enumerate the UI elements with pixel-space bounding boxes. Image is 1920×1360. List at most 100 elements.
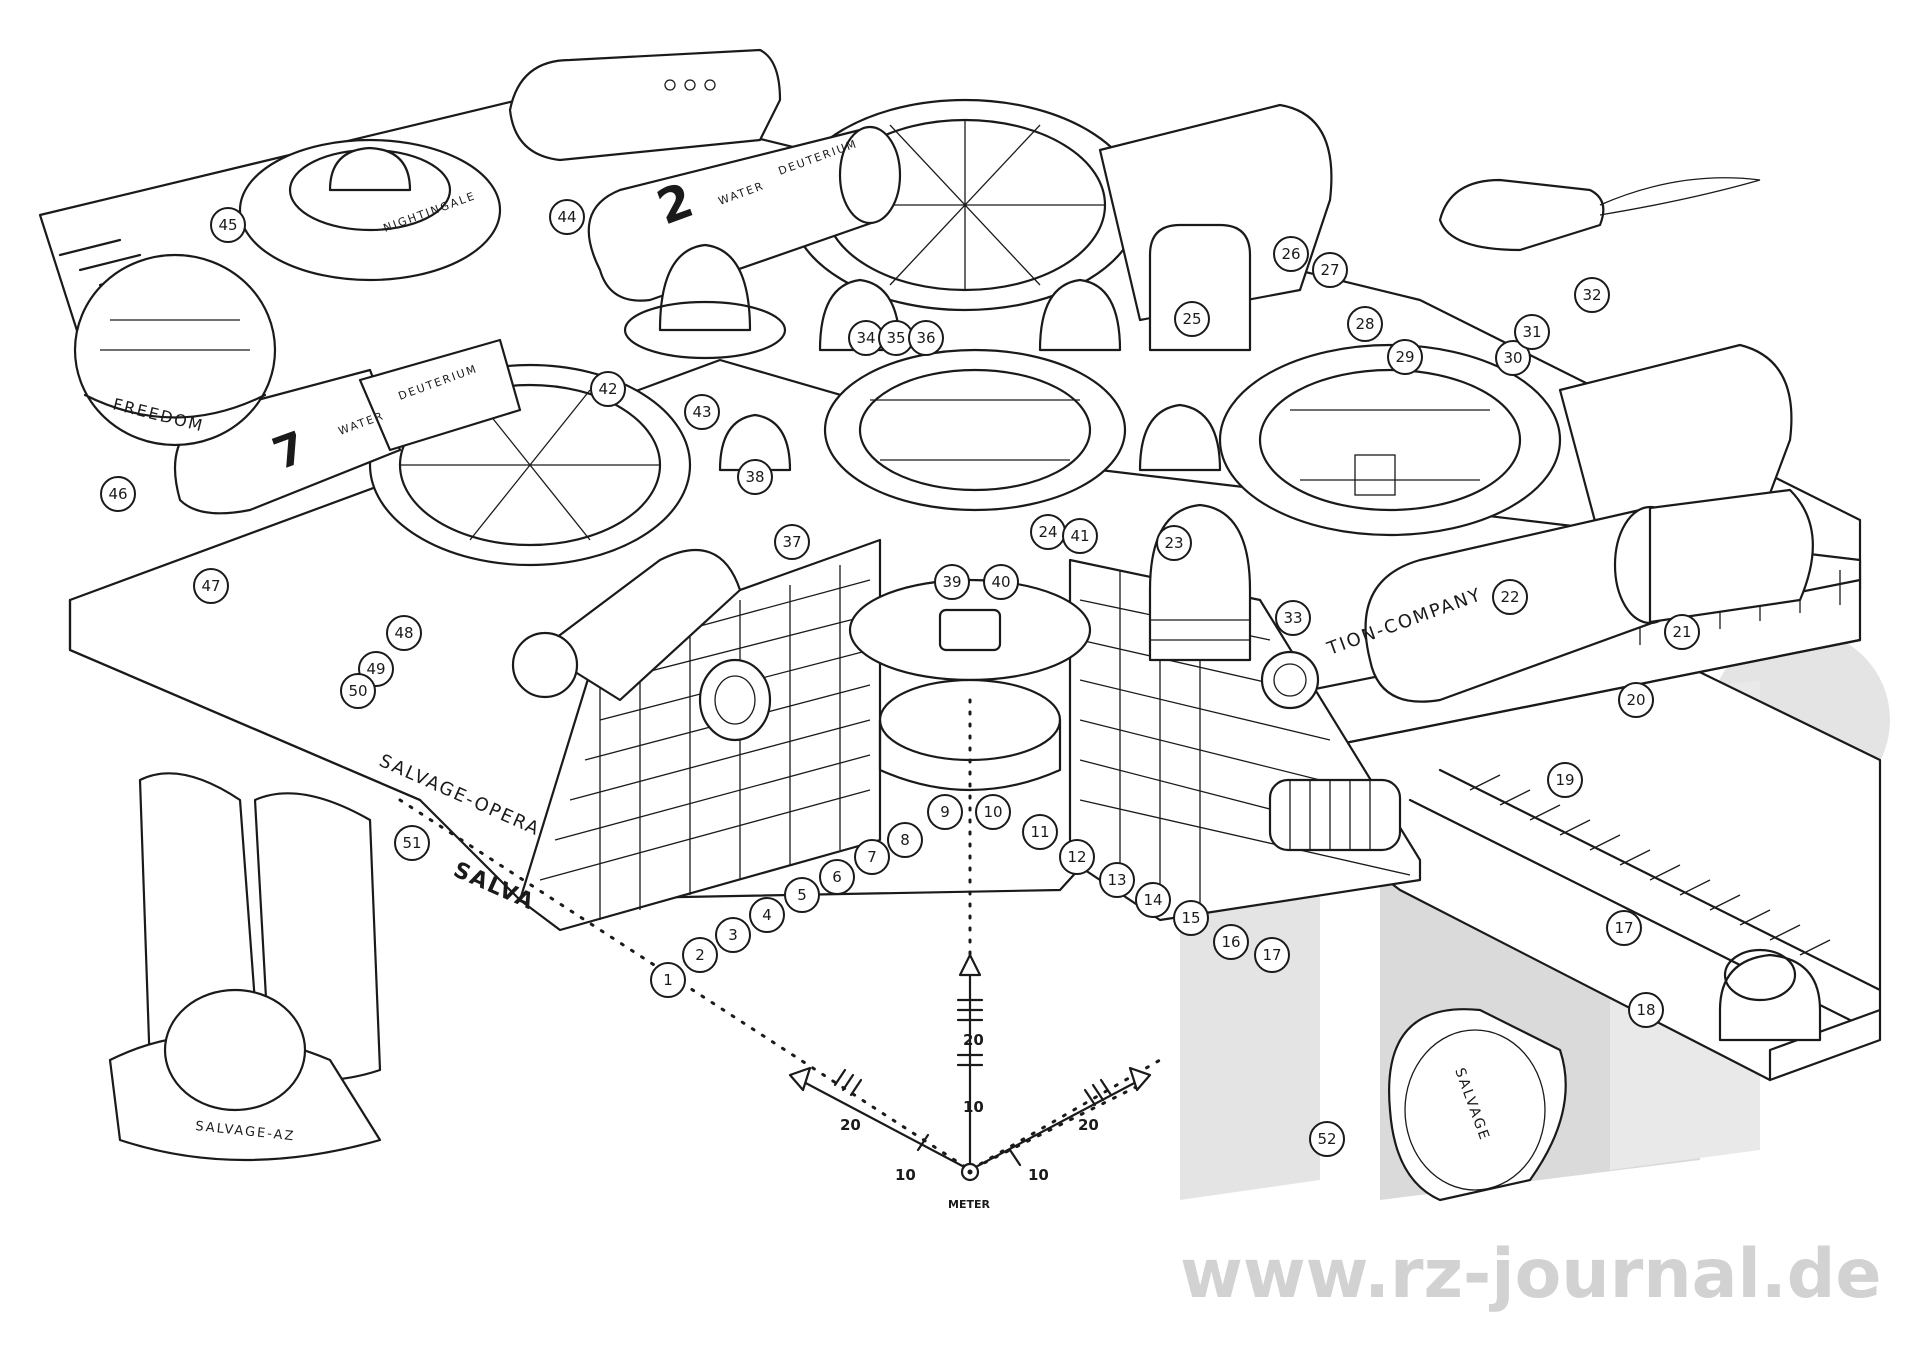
callout-bubble bbox=[1664, 614, 1700, 650]
callout-number: 14 bbox=[1143, 891, 1162, 909]
callout-8: 8 bbox=[887, 822, 923, 858]
callout-number: 47 bbox=[201, 577, 220, 595]
callout-36: 36 bbox=[908, 320, 944, 356]
callout-bubble bbox=[684, 394, 720, 430]
callout-bubble bbox=[1514, 314, 1550, 350]
callout-bubble bbox=[1618, 682, 1654, 718]
callout-1: 1 bbox=[650, 962, 686, 998]
callout-37: 37 bbox=[774, 524, 810, 560]
callout-21: 21 bbox=[1664, 614, 1700, 650]
callout-number: 52 bbox=[1317, 1130, 1336, 1148]
callout-23: 23 bbox=[1156, 525, 1192, 561]
callout-4: 4 bbox=[749, 897, 785, 933]
callout-bubble bbox=[887, 822, 923, 858]
callout-bubble bbox=[682, 937, 718, 973]
callout-27: 27 bbox=[1312, 252, 1348, 288]
callout-bubble bbox=[1312, 252, 1348, 288]
shuttle-44 bbox=[508, 48, 782, 162]
callout-number: 50 bbox=[348, 682, 367, 700]
callout-number: 15 bbox=[1181, 909, 1200, 927]
callout-bubble bbox=[1628, 992, 1664, 1028]
callout-number: 43 bbox=[692, 403, 711, 421]
callout-number: 24 bbox=[1038, 523, 1057, 541]
callout-bubble bbox=[1213, 924, 1249, 960]
callout-number: 20 bbox=[1626, 691, 1645, 709]
callout-5: 5 bbox=[784, 877, 820, 913]
callout-bubble bbox=[1606, 910, 1642, 946]
callout-2: 2 bbox=[682, 937, 718, 973]
callout-number: 5 bbox=[797, 886, 807, 904]
callout-number: 6 bbox=[832, 868, 842, 886]
callout-50: 50 bbox=[340, 673, 376, 709]
callout-number: 35 bbox=[886, 329, 905, 347]
callout-bubble bbox=[774, 524, 810, 560]
pod-52 bbox=[1388, 1008, 1567, 1202]
callout-13: 13 bbox=[1099, 862, 1135, 898]
scale-right-major: 20 bbox=[1078, 1116, 1099, 1134]
callout-bubble bbox=[1135, 882, 1171, 918]
callout-44: 44 bbox=[549, 199, 585, 235]
callout-9: 9 bbox=[927, 794, 963, 830]
callout-bubble bbox=[1062, 518, 1098, 554]
callout-28: 28 bbox=[1347, 306, 1383, 342]
callout-22: 22 bbox=[1492, 579, 1528, 615]
freedom-pod bbox=[73, 253, 277, 447]
callout-number: 4 bbox=[762, 906, 772, 924]
callout-43: 43 bbox=[684, 394, 720, 430]
callout-number: 3 bbox=[728, 926, 738, 944]
callout-bubble bbox=[650, 962, 686, 998]
callout-31: 31 bbox=[1514, 314, 1550, 350]
callout-number: 44 bbox=[557, 208, 576, 226]
callout-48: 48 bbox=[386, 615, 422, 651]
callout-number: 34 bbox=[856, 329, 875, 347]
tank-rear-left bbox=[173, 338, 522, 515]
callout-bubble bbox=[1022, 814, 1058, 850]
callout-bubble bbox=[386, 615, 422, 651]
callout-number: 21 bbox=[1672, 623, 1691, 641]
dome-mid bbox=[1138, 403, 1222, 472]
callout-16: 16 bbox=[1213, 924, 1249, 960]
callout-bubble bbox=[927, 794, 963, 830]
dome-small bbox=[718, 413, 792, 472]
callout-24: 24 bbox=[1030, 514, 1066, 550]
callout-number: 42 bbox=[598, 380, 617, 398]
callout-bubble bbox=[908, 320, 944, 356]
callout-bubble bbox=[340, 673, 376, 709]
callout-20: 20 bbox=[1618, 682, 1654, 718]
callout-45: 45 bbox=[210, 207, 246, 243]
callout-3: 3 bbox=[715, 917, 751, 953]
callout-number: 45 bbox=[218, 216, 237, 234]
callout-number: 51 bbox=[402, 834, 421, 852]
callout-number: 25 bbox=[1182, 310, 1201, 328]
callout-bubble bbox=[210, 207, 246, 243]
callout-35: 35 bbox=[878, 320, 914, 356]
callout-11: 11 bbox=[1022, 814, 1058, 850]
callout-40: 40 bbox=[983, 564, 1019, 600]
callout-39: 39 bbox=[934, 564, 970, 600]
callout-bubble bbox=[1387, 339, 1423, 375]
callout-bubble bbox=[549, 199, 585, 235]
ship-32 bbox=[1438, 177, 1761, 252]
callout-bubble bbox=[590, 371, 626, 407]
callout-bubble bbox=[1309, 1121, 1345, 1157]
callout-bubble bbox=[1059, 839, 1095, 875]
callout-number: 9 bbox=[940, 803, 950, 821]
wing-tank-right bbox=[1558, 343, 1793, 542]
callout-bubble bbox=[1173, 900, 1209, 936]
callout-number: 39 bbox=[942, 573, 961, 591]
callout-number: 23 bbox=[1164, 534, 1183, 552]
callout-number: 26 bbox=[1281, 245, 1300, 263]
callout-number: 22 bbox=[1500, 588, 1519, 606]
callout-bubble bbox=[1495, 340, 1531, 376]
callout-number: 41 bbox=[1070, 527, 1089, 545]
callout-14: 14 bbox=[1135, 882, 1171, 918]
callout-bubble bbox=[1254, 937, 1290, 973]
callout-number: 7 bbox=[867, 848, 877, 866]
callout-bubble bbox=[934, 564, 970, 600]
callout-bubble bbox=[715, 917, 751, 953]
callout-bubble bbox=[737, 459, 773, 495]
callout-25: 25 bbox=[1174, 301, 1210, 337]
callout-number: 18 bbox=[1636, 1001, 1655, 1019]
dome-23-right bbox=[1038, 278, 1122, 352]
